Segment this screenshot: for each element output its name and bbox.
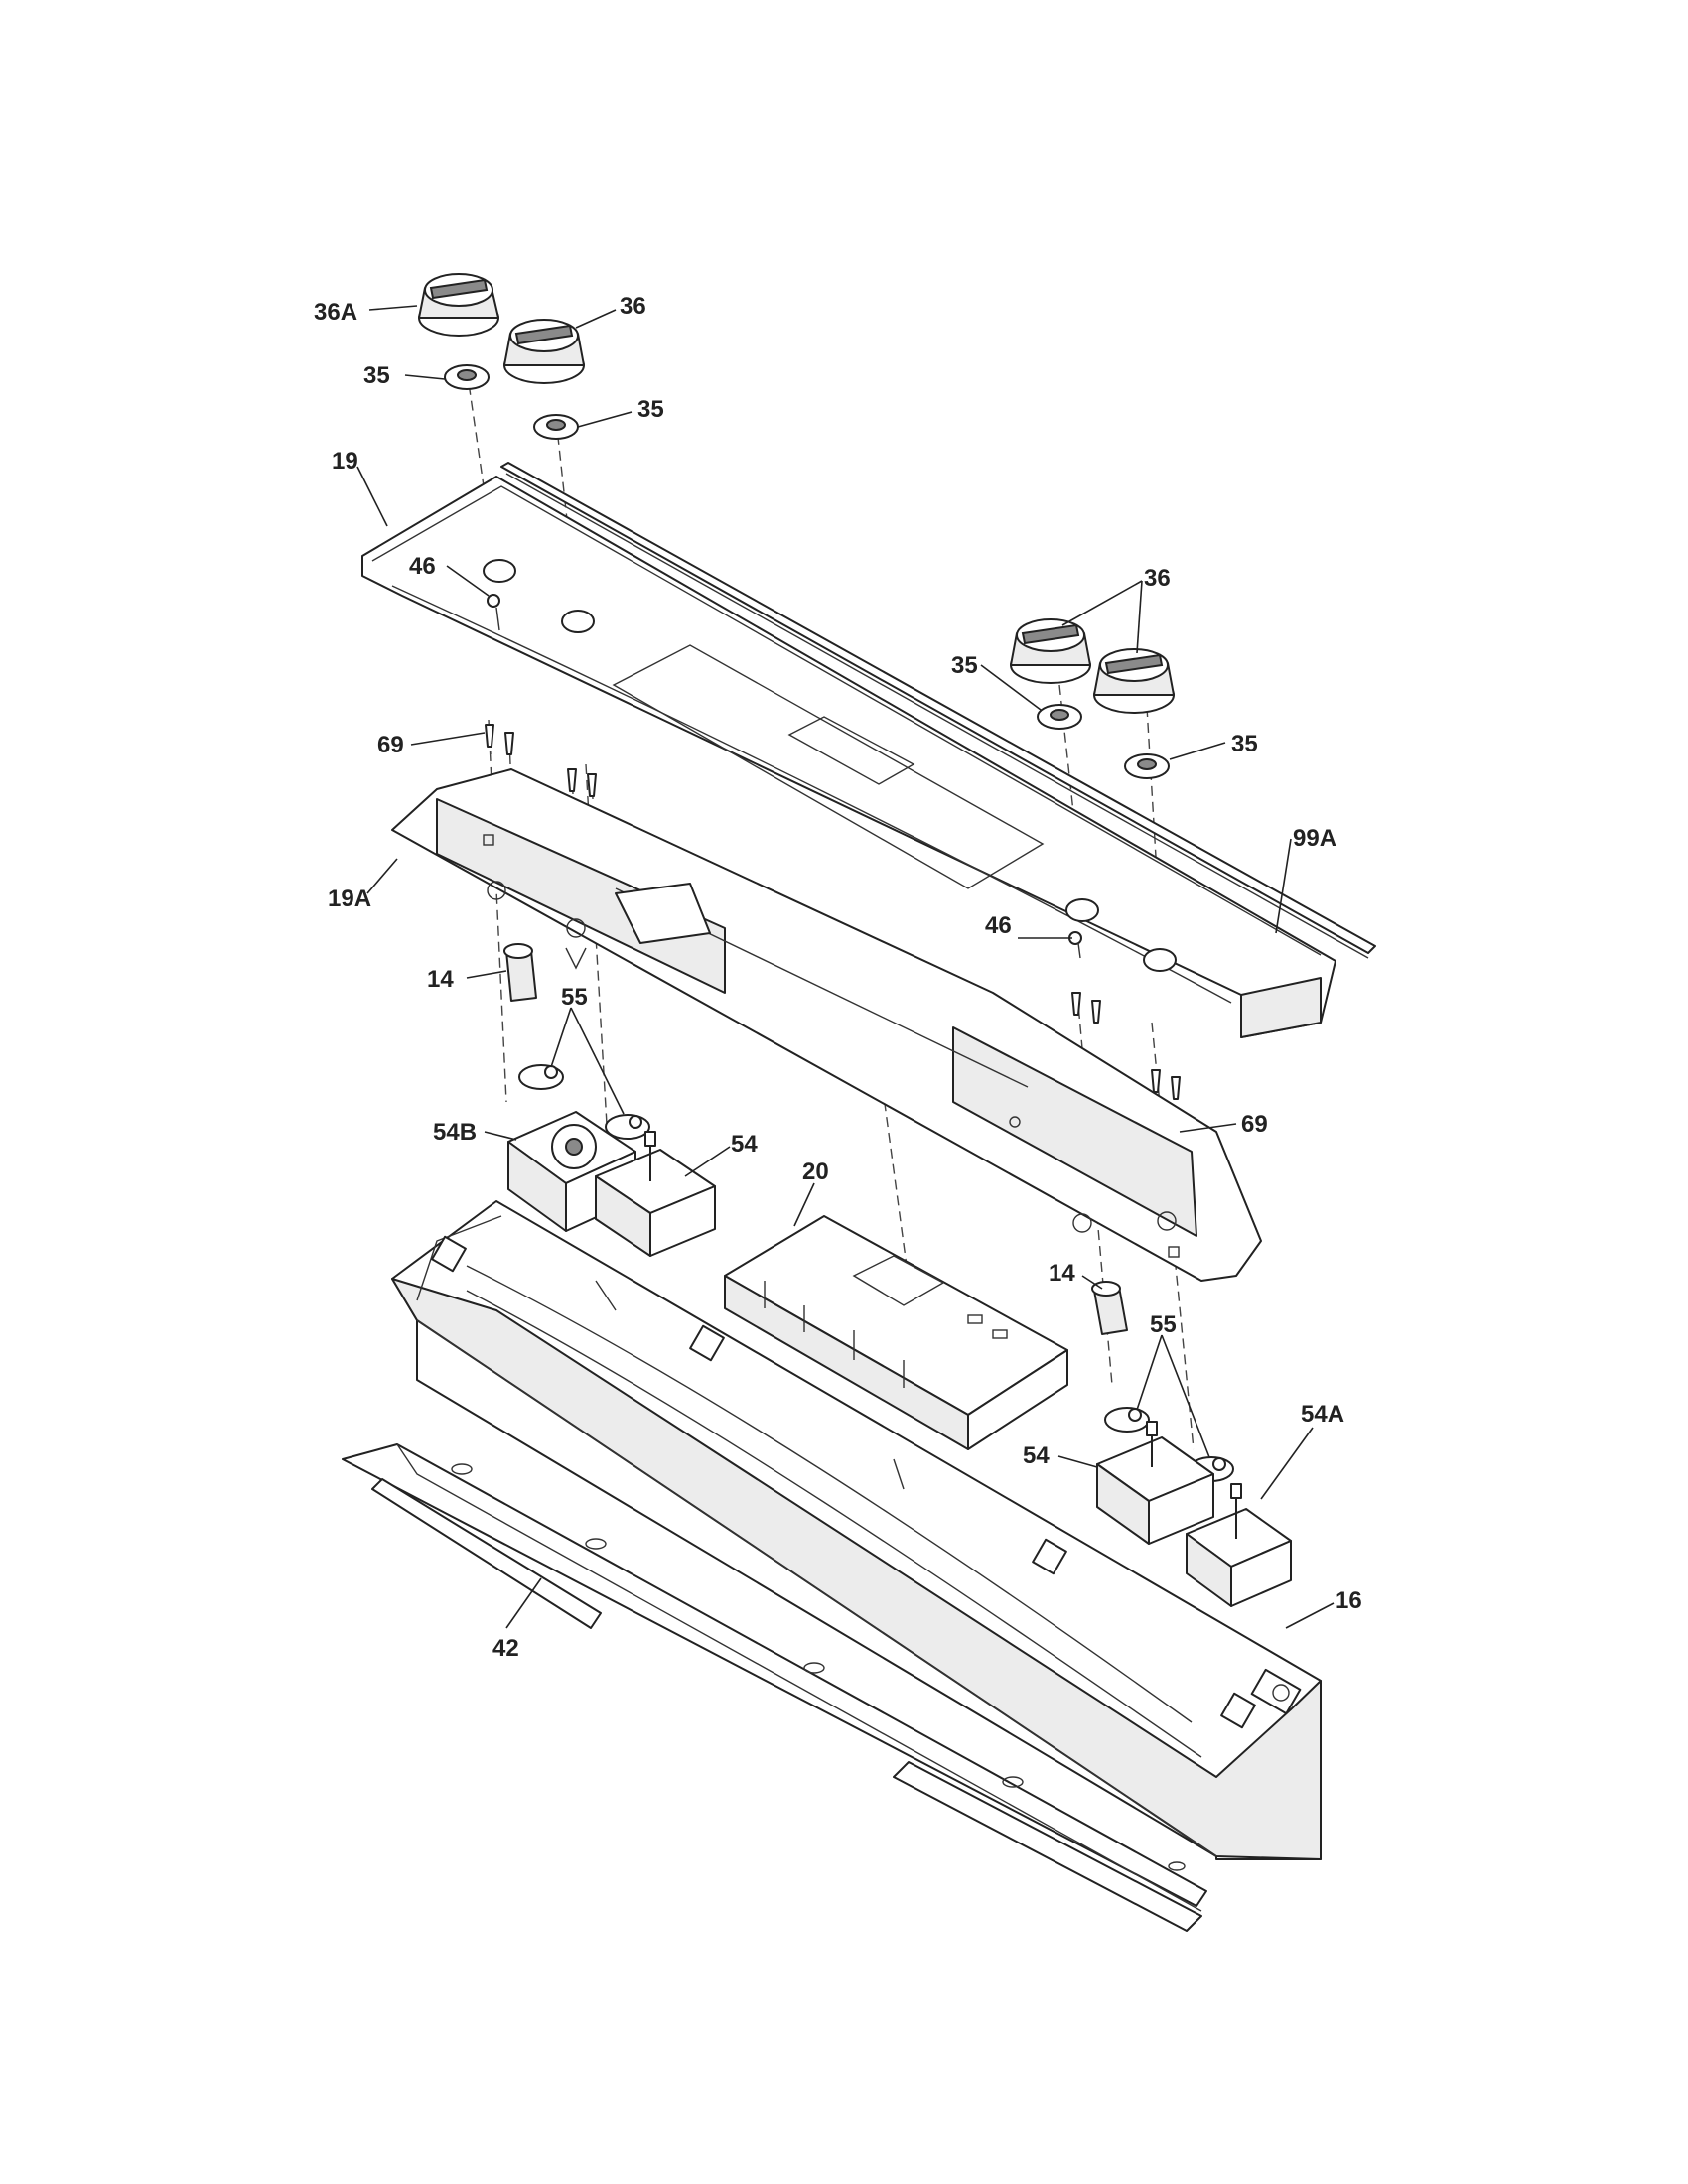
- callout-labels: 36A 36 35 35 19 46 36 35 35 69 99A 19A 4…: [314, 293, 1362, 1662]
- knob-36-right-b: [1093, 648, 1175, 714]
- callout-14-right: 14: [1049, 1260, 1075, 1287]
- knob-36-right-a: [1010, 618, 1091, 684]
- control-board: [724, 1215, 1068, 1450]
- screws-46: [487, 594, 1082, 959]
- heat-shield: [342, 1443, 1207, 1932]
- knob-36a: [418, 273, 499, 337]
- callout-14-left: 14: [427, 966, 454, 993]
- callout-69-right: 69: [1241, 1111, 1268, 1138]
- callout-54b: 54B: [433, 1119, 477, 1146]
- callout-35-mid: 35: [637, 396, 664, 423]
- callout-46-left: 46: [409, 553, 436, 580]
- trim-strip: [500, 462, 1376, 959]
- callout-36-right: 36: [1144, 565, 1171, 592]
- callout-20: 20: [802, 1159, 829, 1185]
- callout-54-left: 54: [731, 1131, 758, 1158]
- callout-55-right: 55: [1150, 1311, 1177, 1338]
- leader-lines: [356, 305, 1335, 1629]
- callout-99a: 99A: [1293, 825, 1336, 852]
- washers-55: [518, 1064, 1234, 1482]
- knob-36-top: [503, 319, 585, 384]
- lamp-14-right: [1091, 1281, 1128, 1335]
- callout-46-right: 46: [985, 912, 1012, 939]
- callout-36-top: 36: [620, 293, 646, 320]
- manifold-panel: [391, 1200, 1322, 1860]
- callout-54-right: 54: [1023, 1442, 1050, 1469]
- callout-42: 42: [492, 1635, 519, 1662]
- callout-55-left: 55: [561, 984, 588, 1011]
- lamp-14-left: [503, 943, 537, 1002]
- callout-19a: 19A: [328, 886, 371, 912]
- switch-54-right: [1096, 1421, 1214, 1545]
- control-bracket: [391, 768, 1262, 1282]
- switch-54a: [1186, 1483, 1292, 1607]
- switch-54-left: [595, 1131, 716, 1257]
- callout-35-right1: 35: [951, 652, 978, 679]
- callout-54a: 54A: [1301, 1401, 1344, 1428]
- callout-16: 16: [1336, 1587, 1362, 1614]
- bezels-35: [444, 364, 1170, 779]
- screws-69: [485, 724, 1181, 1100]
- callout-69-left: 69: [377, 732, 404, 758]
- callout-36a: 36A: [314, 299, 357, 326]
- console-panel: [361, 476, 1336, 1038]
- callout-35-right2: 35: [1231, 731, 1258, 757]
- callout-19: 19: [332, 448, 358, 475]
- callout-35-left: 35: [363, 362, 390, 389]
